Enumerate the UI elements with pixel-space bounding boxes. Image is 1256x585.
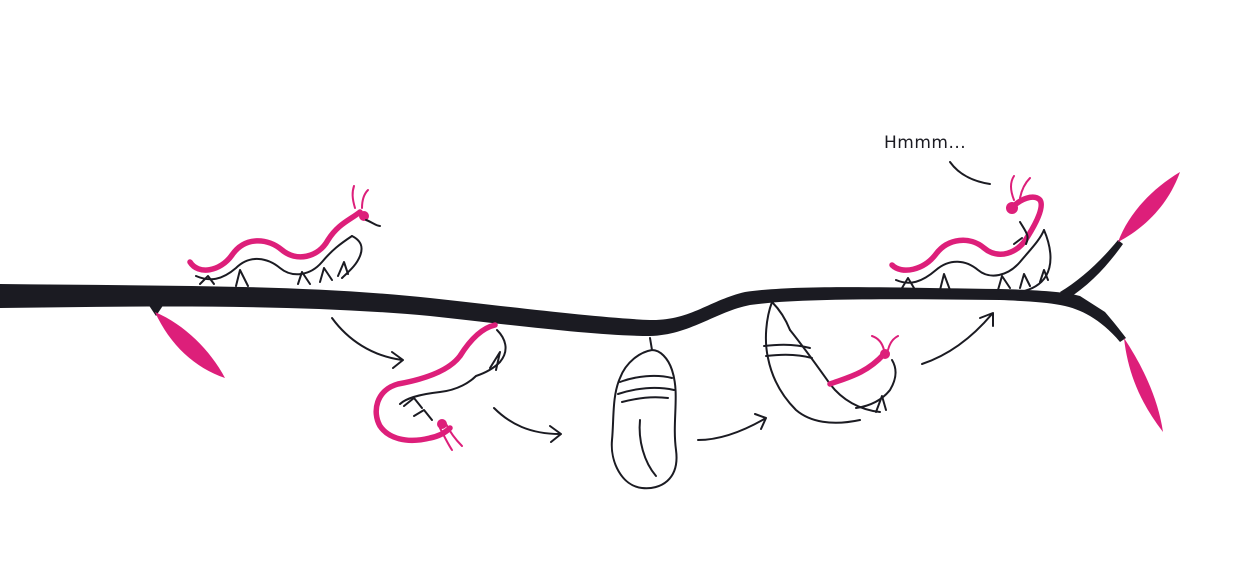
speech-bubble-text: Hmmm... [884,133,967,153]
branch [0,284,1126,342]
caterpillar-emerging-icon [763,301,899,424]
leaf-bottom-right [1124,338,1163,432]
caterpillar-thinking-icon [889,161,1052,293]
leaf-top-right [1118,172,1180,242]
branch-twig [1060,240,1123,300]
caterpillar-walking-icon [187,185,381,287]
arrow-1 [331,317,404,369]
arrow-3 [697,413,767,441]
leaf-left [155,312,225,378]
arrow-4 [921,312,994,365]
caterpillar-hanging-icon [373,322,507,451]
chrysalis-icon [610,337,678,490]
arrow-2 [493,407,562,443]
branch-knob [148,304,164,316]
